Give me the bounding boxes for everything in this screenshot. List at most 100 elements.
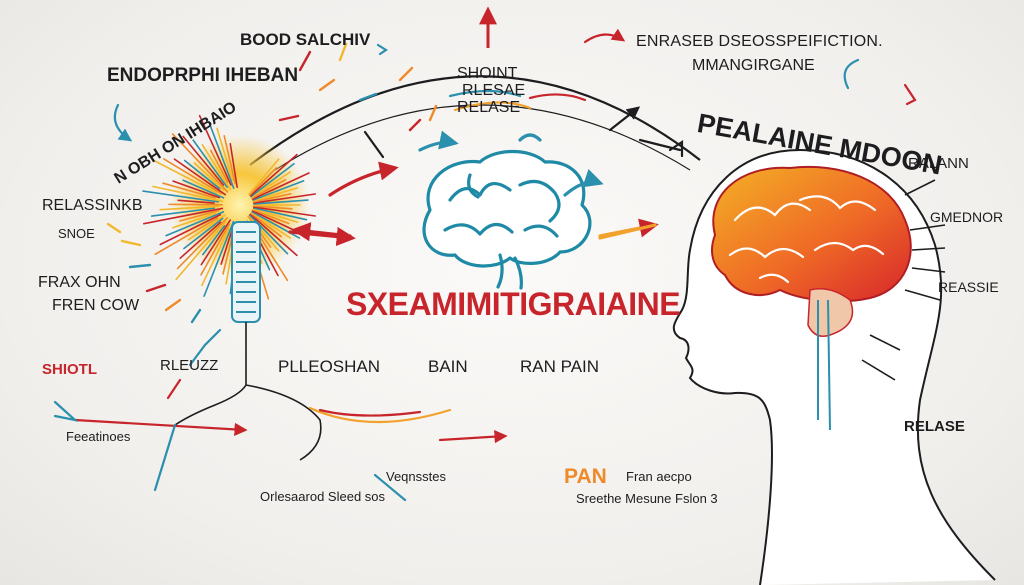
dash-stroke: [278, 114, 300, 122]
label-ran-pain: RAN PAIN: [520, 357, 600, 376]
sun-ray: [183, 159, 221, 190]
sun-ray: [201, 227, 230, 287]
sun-ray: [223, 134, 236, 185]
sun-ray: [163, 158, 222, 195]
sun-ray: [251, 172, 310, 200]
sun-ray: [142, 190, 220, 203]
label-left-5: Feeatinoes: [66, 429, 131, 444]
sun-ray: [154, 217, 219, 256]
sun-ray: [162, 182, 216, 199]
sun-ray: [150, 207, 216, 217]
dash-stroke: [408, 118, 422, 132]
head-brain: [711, 165, 912, 431]
sun-ray: [202, 225, 226, 256]
sun-ray: [173, 158, 227, 196]
left-brain-icon: [422, 150, 592, 290]
dash-stroke: [338, 42, 348, 62]
label-bottom-3: Sreethe Mesune Fslon 3: [576, 491, 718, 506]
label-right-3: REASSIE: [938, 279, 999, 295]
label-rleuzz: RLEUZZ: [160, 357, 219, 374]
label-pan: PAN: [564, 465, 607, 488]
sun-ray: [253, 206, 317, 217]
dash-stroke: [358, 92, 378, 102]
decor-strokes: [113, 28, 917, 159]
dash-stroke: [164, 298, 182, 312]
sun-ray: [175, 220, 227, 281]
sun-ray: [250, 212, 283, 238]
label-left-1: RELASSINKB: [42, 197, 143, 214]
dash-stroke: [298, 50, 312, 72]
top-arc-inner: [274, 104, 691, 171]
sun-ray: [203, 220, 235, 297]
sun-ray: [248, 166, 278, 196]
sun-ray: [229, 142, 238, 189]
sun-ray: [171, 133, 229, 193]
sun-burst-icon: [142, 114, 317, 304]
sun-ray: [250, 171, 291, 199]
sun-ray: [252, 187, 299, 202]
sun-ray: [187, 214, 226, 241]
label-pleoshan: PLLEOSHAN: [278, 357, 381, 376]
label-top-right-2: MMANGIRGANE: [692, 57, 815, 74]
sun-ray: [216, 127, 234, 181]
dash-stroke: [145, 283, 167, 293]
sun-ray: [253, 199, 309, 205]
spine-icon: [231, 221, 261, 323]
sun-ray: [250, 162, 295, 198]
sun-ray: [249, 153, 298, 197]
sun-ray: [252, 192, 292, 203]
sun-ray: [252, 207, 308, 221]
dash-stroke: [106, 222, 122, 234]
sun-ray: [253, 193, 317, 204]
sun-ray: [182, 179, 225, 199]
sun-ray: [171, 212, 217, 229]
label-bain: BAIN: [428, 357, 468, 376]
right-ticks: [861, 179, 946, 381]
sun-ray: [179, 221, 222, 259]
sun-ray: [252, 180, 305, 201]
label-top-left-1: BOOD SALCHIV: [240, 30, 371, 49]
sun-ray: [253, 205, 293, 210]
dash-stroke: [398, 66, 414, 82]
sun-ray: [152, 185, 224, 203]
sun-ray: [193, 162, 225, 191]
label-top-mid-1: SHOINT: [457, 65, 518, 82]
label-pan-note: Fran aecpo: [626, 469, 692, 484]
sun-ray: [250, 211, 291, 239]
left-dashes: [106, 42, 438, 324]
sun-ray: [248, 158, 280, 196]
sun-ray: [183, 217, 224, 250]
label-shiotl: SHIOTL: [42, 361, 97, 378]
dash-stroke: [120, 239, 142, 247]
bottom-arrows: [53, 328, 508, 502]
sun-ray: [252, 208, 299, 223]
label-top-mid-2: RLESAE: [462, 82, 526, 99]
sun-ray: [200, 223, 231, 276]
label-left-2: SNOE: [58, 226, 95, 241]
left-body-outline: [174, 322, 322, 461]
sun-ray: [251, 178, 287, 199]
sun-ray: [192, 139, 228, 188]
sun-ray: [176, 217, 229, 270]
sun-ray: [182, 135, 225, 186]
label-top-right-1: ENRASEB DSEOSSPEIFICTION.: [636, 33, 883, 50]
sun-ray: [198, 114, 232, 186]
sun-ray: [165, 211, 225, 237]
label-top-left-2: ENDOPRPHI IHEBAN: [107, 65, 299, 86]
diagram-title: SXEAMIMITIGRAIAINE: [345, 286, 681, 322]
label-top-mid-3: RELASE: [457, 99, 521, 116]
sun-ray: [252, 209, 290, 225]
label-right-4: RELASE: [904, 418, 965, 435]
dash-stroke: [318, 78, 336, 92]
sun-ray: [172, 180, 221, 199]
dash-stroke: [128, 263, 152, 269]
sun-ray: [208, 120, 235, 189]
sun-ray: [201, 143, 232, 191]
sun-ray: [200, 219, 231, 266]
sun-ray: [179, 209, 220, 222]
top-arc: [249, 75, 701, 166]
label-bottom-2: Orlesaarod Sleed sos: [260, 489, 386, 504]
sun-ray: [143, 207, 224, 225]
brain-arrows: [288, 130, 659, 247]
dash-stroke: [428, 104, 438, 122]
